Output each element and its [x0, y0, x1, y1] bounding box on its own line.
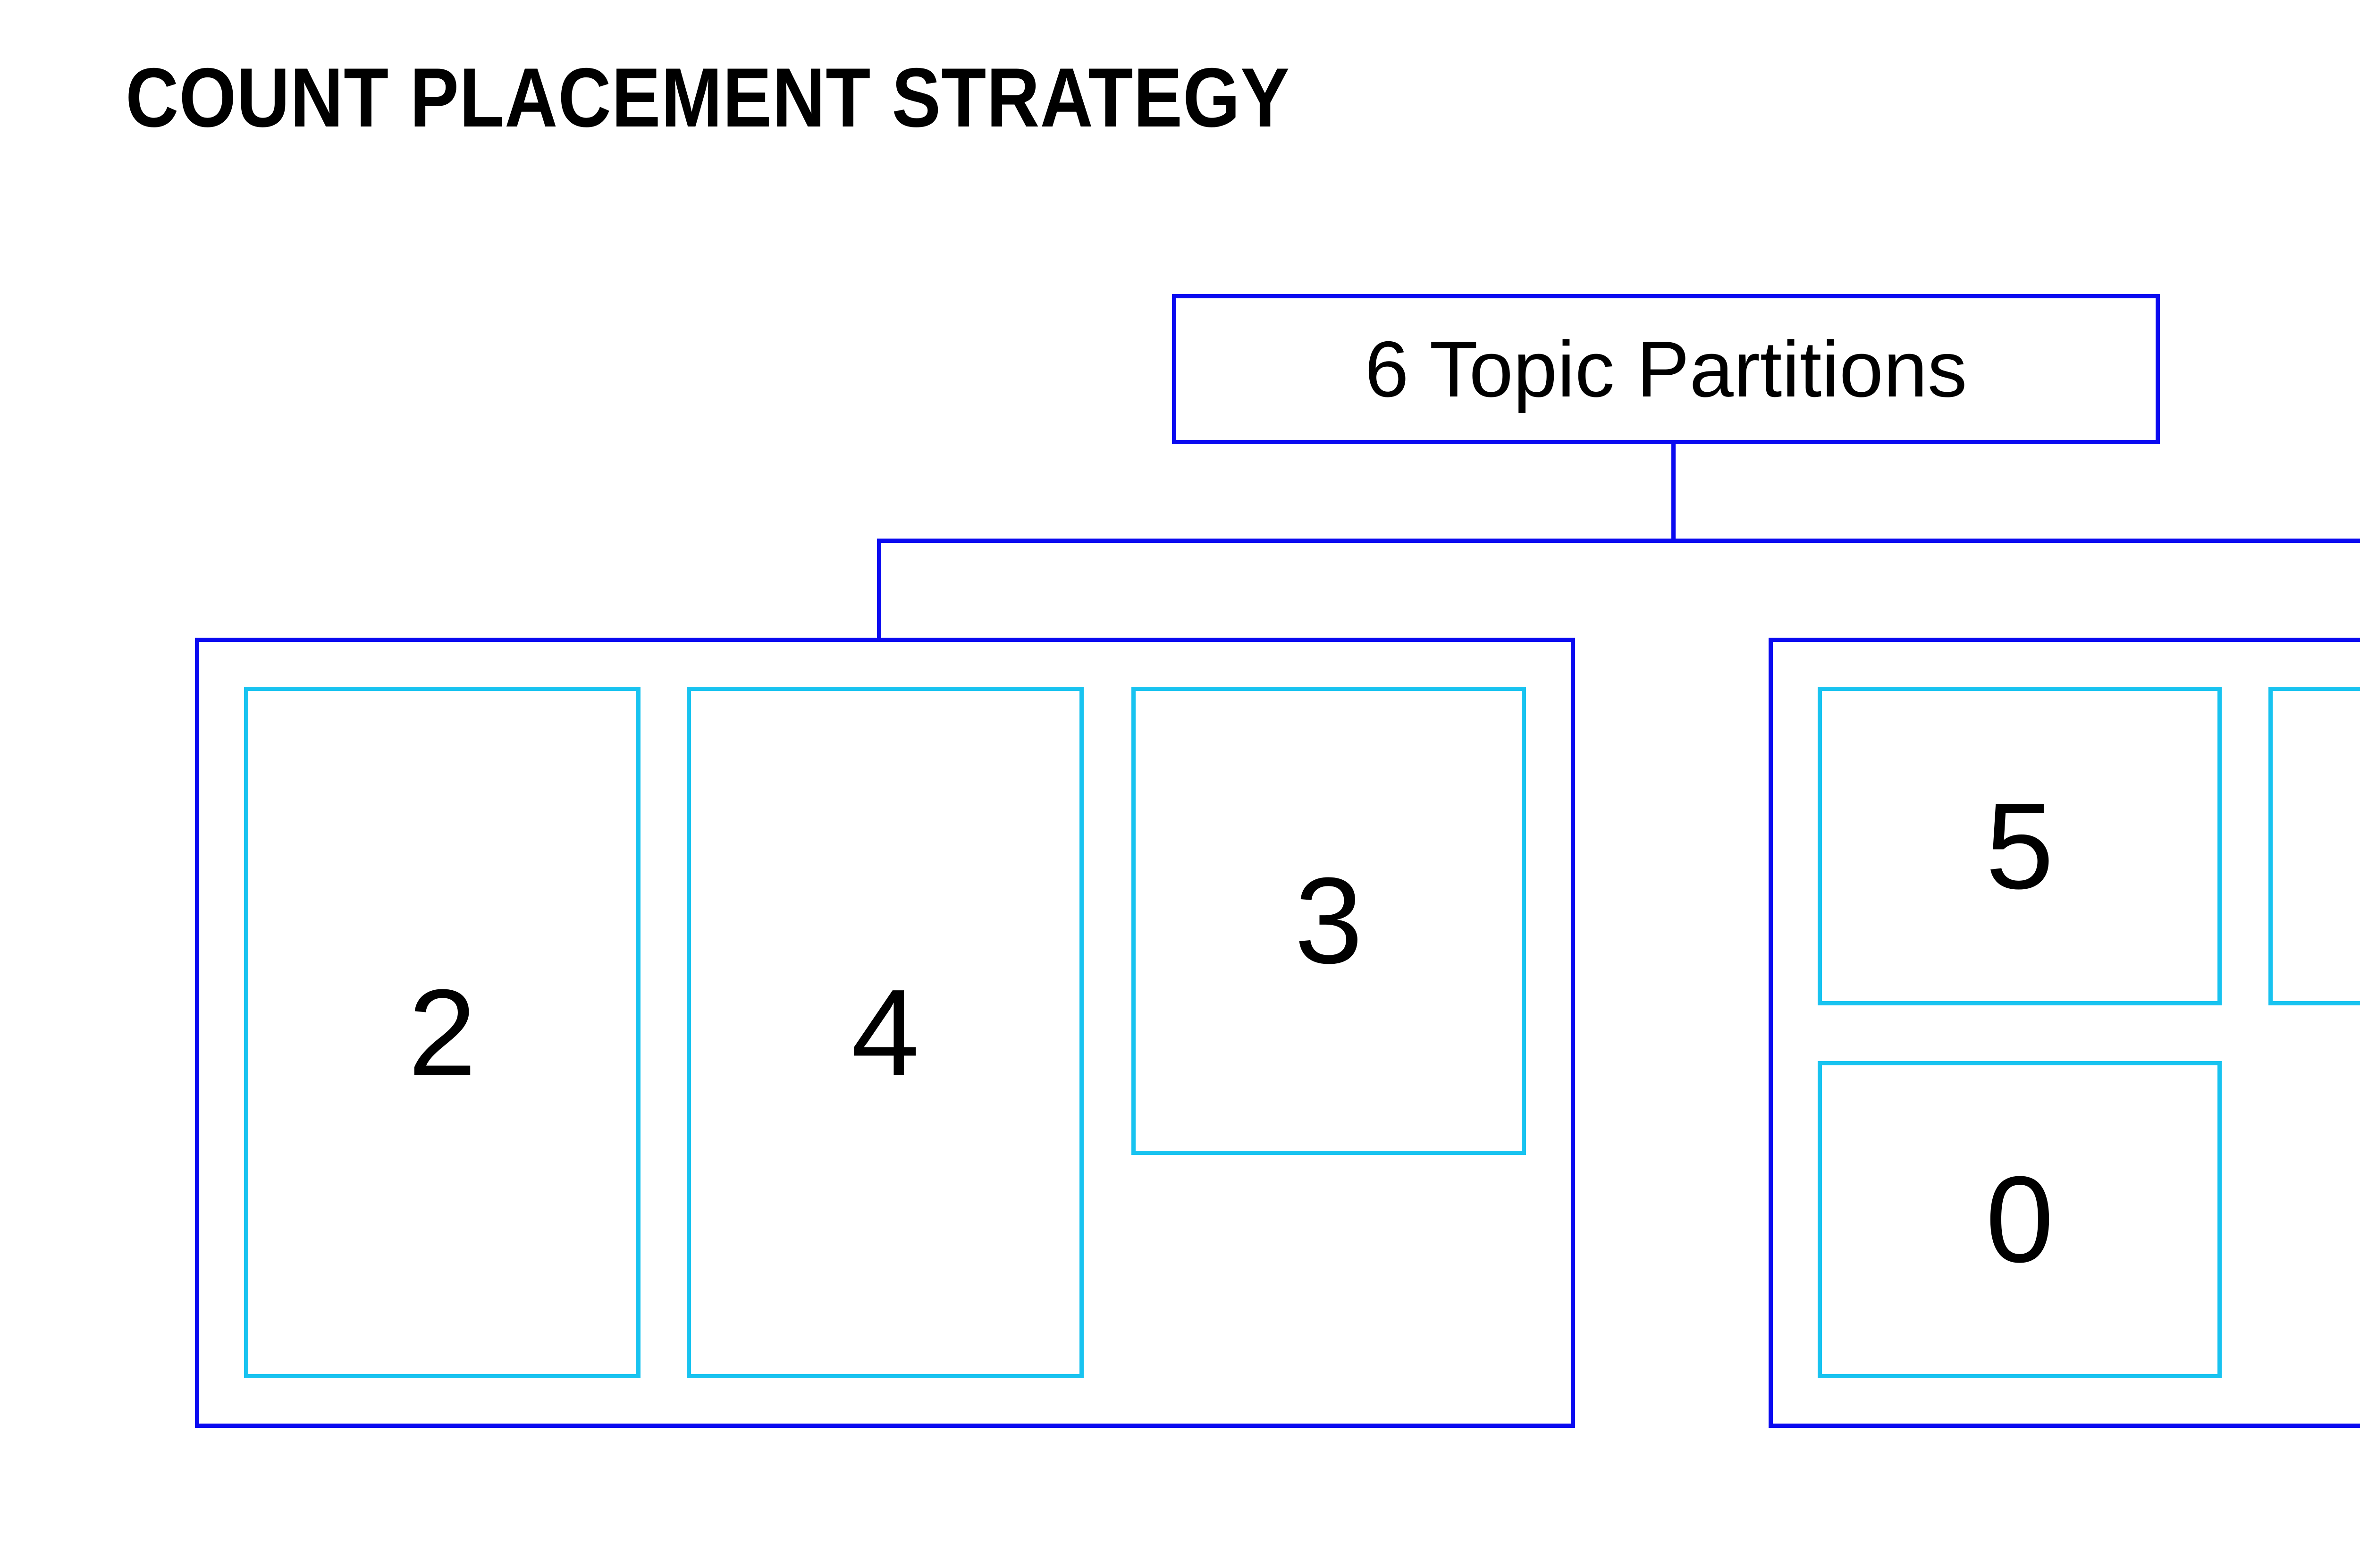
partition-label: 2: [408, 964, 477, 1101]
connector-stem: [1671, 443, 1676, 540]
partition-label: 5: [1985, 777, 2054, 915]
partition-box-5: 5: [1818, 687, 2222, 1005]
root-node-topic-partitions: 6 Topic Partitions: [1172, 294, 2160, 444]
partition-label: 3: [1294, 852, 1363, 989]
partition-box-3: 3: [1131, 687, 1526, 1155]
diagram-title: COUNT PLACEMENT STRATEGY: [126, 51, 1290, 144]
partition-box-0: 0: [1818, 1061, 2222, 1378]
partition-label: 0: [1985, 1151, 2054, 1288]
group-box-left: 2 4 3: [195, 638, 1575, 1428]
group-box-right: 5 1 0: [1769, 638, 2360, 1428]
partition-box-4: 4: [687, 687, 1084, 1378]
root-node-label: 6 Topic Partitions: [1365, 325, 1967, 413]
partition-box-2: 2: [244, 687, 641, 1378]
partition-label: 4: [851, 964, 919, 1101]
connector-rail: [877, 539, 2360, 543]
partition-box-1: 1: [2268, 687, 2360, 1005]
connector-drop-left: [877, 540, 881, 639]
